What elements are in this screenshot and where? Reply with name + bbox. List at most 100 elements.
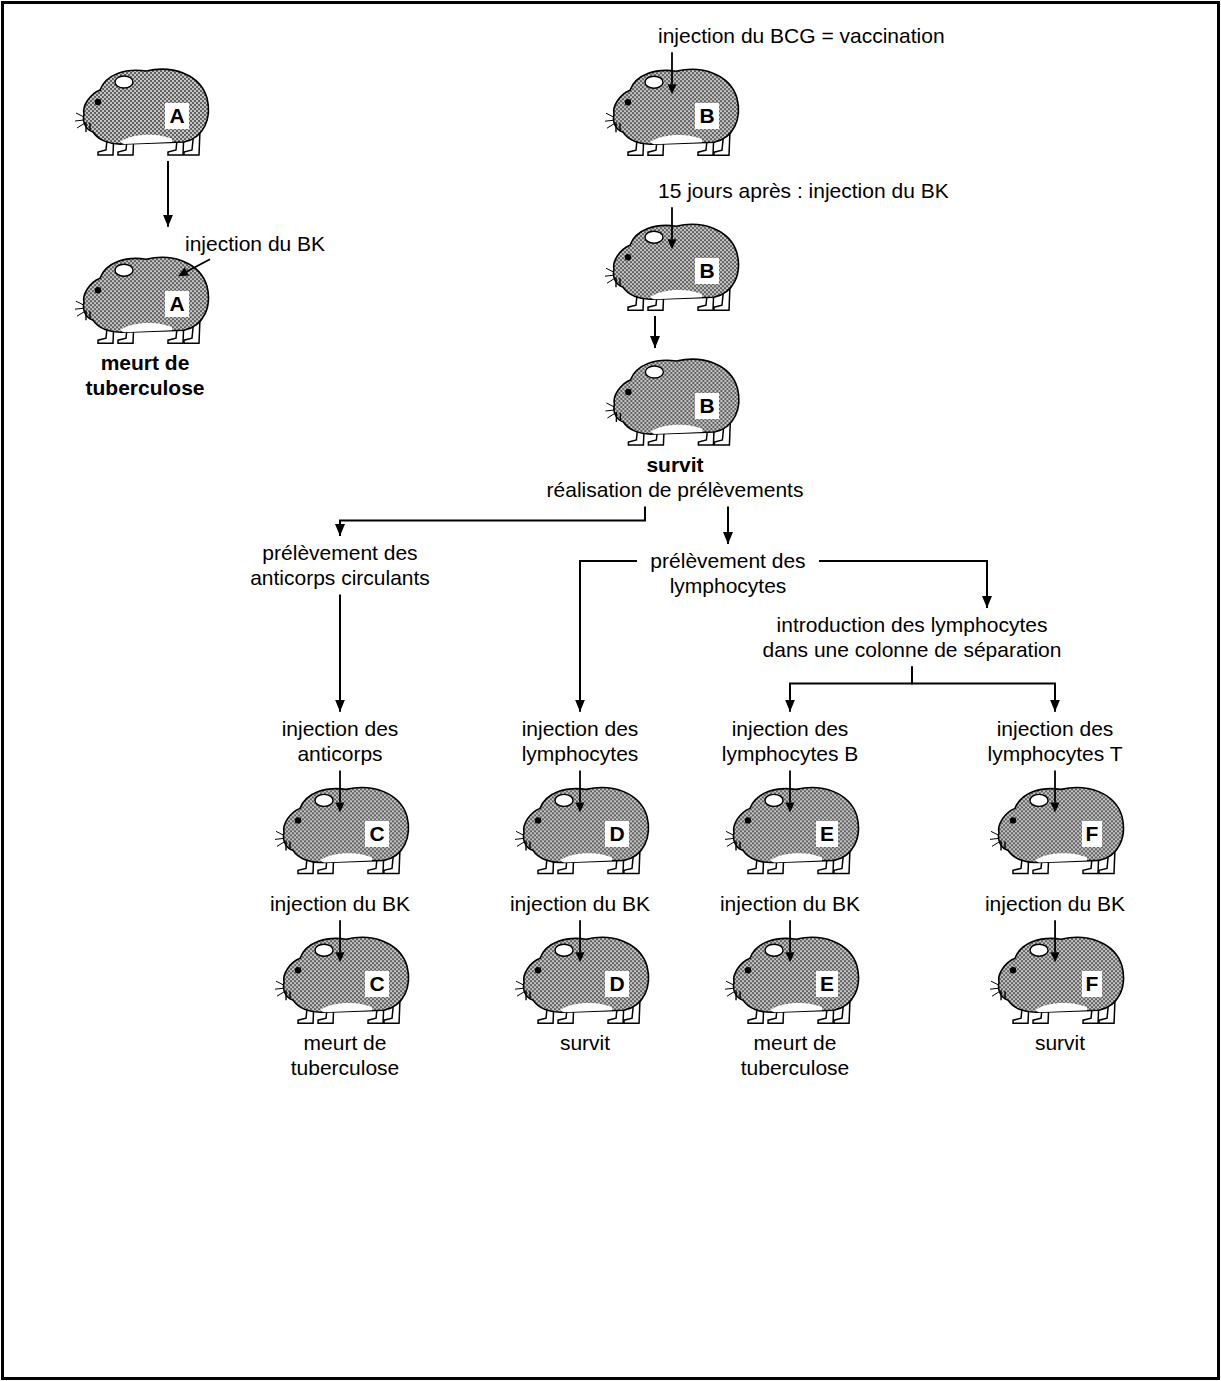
animal-letter: B <box>695 393 718 418</box>
guinea-pig-ear <box>1030 944 1048 956</box>
guinea-pig-belly <box>320 1003 372 1012</box>
outcome-caption: survit <box>560 1030 610 1055</box>
text-slot: A <box>165 291 188 316</box>
injection-arrow-head <box>178 267 189 276</box>
guinea-pig-belly <box>320 853 372 862</box>
injection-arrow <box>187 259 210 271</box>
guinea-pig-teeth <box>736 840 740 850</box>
guinea-pig-belly <box>650 135 702 144</box>
guinea-pig-figure: injection du BKCmeurt de tuberculose <box>266 887 424 1085</box>
guinea-pig-eye <box>745 817 751 823</box>
guinea-pig-figure: injection des lymphocytesD <box>501 712 659 879</box>
injection-label: injection du BK <box>270 891 410 916</box>
text-slot: injection du BK <box>720 891 860 916</box>
injection-arrow <box>789 770 791 802</box>
text-slot: injection des anticorps <box>265 716 415 766</box>
text-slot: D <box>605 821 628 846</box>
injection-arrow-head <box>1051 952 1060 962</box>
guinea-pig-teeth <box>616 122 620 132</box>
guinea-pig-whiskers <box>605 113 615 128</box>
guinea-pig-drawing <box>266 887 424 1085</box>
guinea-pig-ear <box>765 944 783 956</box>
injection-label: injection des lymphocytes T <box>980 716 1130 766</box>
flow-arrow <box>727 506 729 544</box>
text-slot: E <box>816 971 838 996</box>
text-slot: injection du BK <box>510 891 650 916</box>
step-text: prélèvement des lymphocytes <box>643 548 813 598</box>
guinea-pig-whiskers <box>75 113 85 128</box>
text-slot: meurt de tuberculose <box>70 350 220 400</box>
guinea-pig-body <box>733 937 858 1012</box>
guinea-pig-figure: Bsurvitréalisation de prélèvements <box>543 348 808 506</box>
guinea-pig-eye <box>95 287 101 293</box>
process-step: prélèvement des anticorps circulants <box>226 536 454 594</box>
text-slot: 15 jours après : injection du BK <box>658 178 949 203</box>
injection-label: injection des lymphocytes <box>505 716 655 766</box>
guinea-pig-teeth <box>526 840 530 850</box>
animal-letter: C <box>365 821 388 846</box>
text-slot: prélèvement des lymphocytes <box>643 548 813 598</box>
flow-arrow <box>339 594 341 711</box>
injection-arrow <box>1054 770 1056 802</box>
guinea-pig-body <box>613 359 738 434</box>
text-slot: B <box>695 393 718 418</box>
guinea-pig-eye <box>625 254 631 260</box>
guinea-pig-teeth <box>1001 840 1005 850</box>
guinea-pig-whiskers <box>605 268 615 283</box>
guinea-pig-ear <box>115 264 133 276</box>
guinea-pig-body <box>998 787 1123 862</box>
injection-arrow-head <box>336 802 345 812</box>
step-text: introduction des lymphocytes dans une co… <box>757 612 1067 662</box>
animal-letter: D <box>605 971 628 996</box>
flow-arrow <box>167 161 169 227</box>
guinea-pig-body <box>83 257 208 332</box>
injection-arrow <box>671 207 673 239</box>
guinea-pig-belly <box>650 425 702 434</box>
guinea-pig-ear <box>315 944 333 956</box>
animal-letter: D <box>605 821 628 846</box>
outcome-caption: survit <box>646 452 703 477</box>
guinea-pig-teeth <box>616 412 620 422</box>
text-slot: F <box>1082 821 1103 846</box>
injection-arrow-head <box>336 952 345 962</box>
guinea-pig-whiskers <box>990 831 1000 846</box>
text-slot: B <box>695 103 718 128</box>
injection-label: injection du BK <box>510 891 650 916</box>
step-text: prélèvement des anticorps circulants <box>230 540 450 590</box>
guinea-pig-eye <box>625 99 631 105</box>
guinea-pig-teeth <box>86 122 90 132</box>
injection-arrow-head <box>1051 802 1060 812</box>
outcome-caption: réalisation de prélèvements <box>547 477 804 502</box>
guinea-pig-whiskers <box>515 831 525 846</box>
guinea-pig-body <box>523 787 648 862</box>
outcome-caption: survit <box>1035 1030 1085 1055</box>
guinea-pig-belly <box>1035 853 1087 862</box>
guinea-pig-ear <box>555 794 573 806</box>
guinea-pig-whiskers <box>725 981 735 996</box>
injection-label: injection du BK <box>985 891 1125 916</box>
guinea-pig-whiskers <box>605 403 615 418</box>
guinea-pig-figure: injection des lymphocytes B E <box>711 712 869 879</box>
injection-arrow-head <box>786 802 795 812</box>
injection-arrow-head <box>668 239 677 249</box>
guinea-pig-eye <box>535 817 541 823</box>
injection-label: injection des lymphocytes B <box>715 716 865 766</box>
guinea-pig-eye <box>95 99 101 105</box>
injection-arrow <box>1054 920 1056 952</box>
guinea-pig-eye <box>625 389 631 395</box>
guinea-pig-teeth <box>86 310 90 320</box>
injection-label: injection des anticorps <box>265 716 415 766</box>
guinea-pig-belly <box>770 853 822 862</box>
guinea-pig-ear <box>115 76 133 88</box>
outcome-caption: meurt de tuberculose <box>720 1030 870 1080</box>
text-slot: B <box>695 258 718 283</box>
guinea-pig-drawing <box>70 58 214 161</box>
guinea-pig-figure: injection du BKAmeurt de tuberculose <box>66 227 329 405</box>
guinea-pig-whiskers <box>515 981 525 996</box>
animal-letter: E <box>816 821 838 846</box>
flow-arrow <box>790 666 912 711</box>
animal-letter: A <box>165 291 188 316</box>
outcome-caption: meurt de tuberculose <box>270 1030 420 1080</box>
guinea-pig-body <box>83 69 208 144</box>
